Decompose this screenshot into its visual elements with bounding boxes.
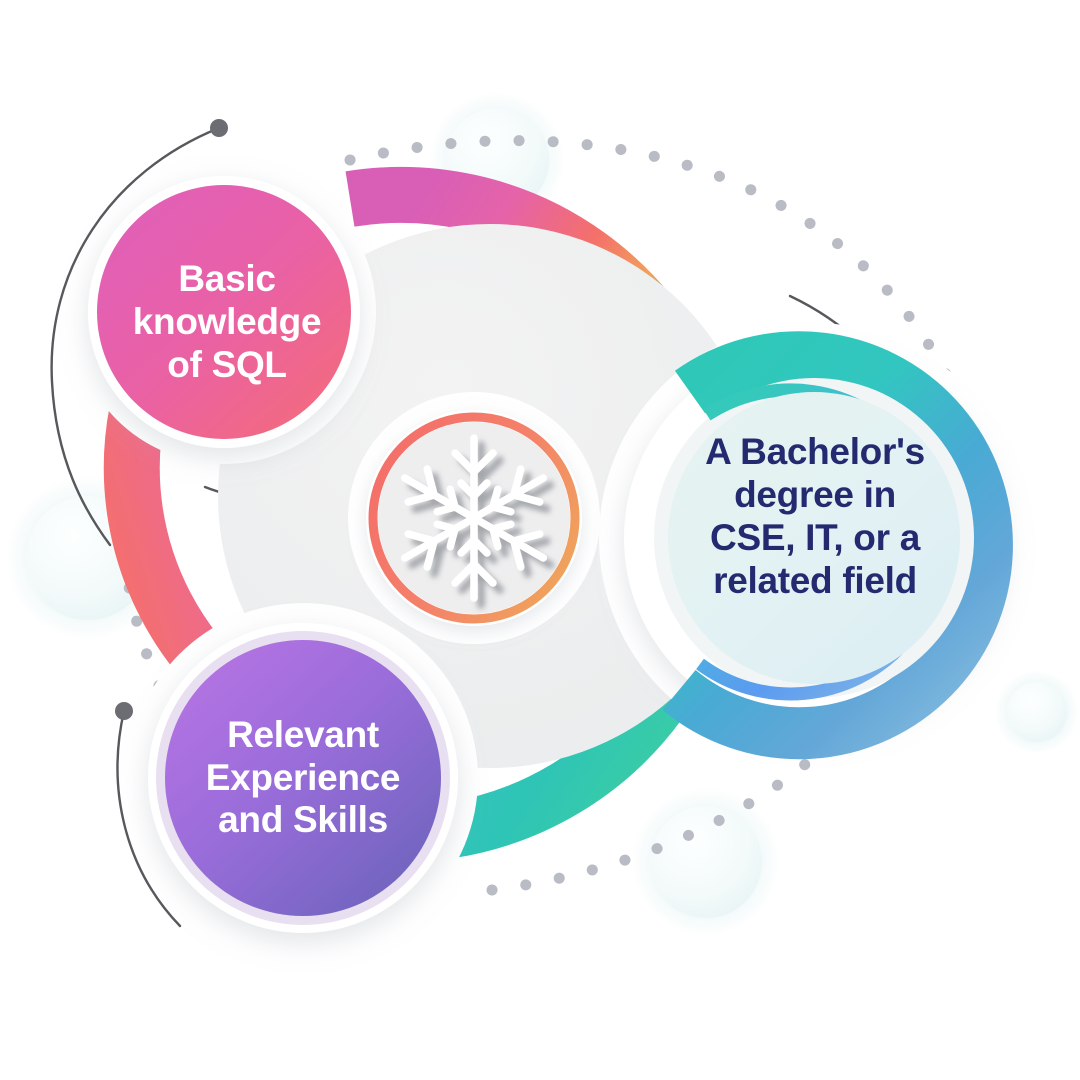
node-degree[interactable] [624, 331, 1013, 760]
node-sql[interactable] [88, 176, 360, 448]
snowflake-icon [400, 434, 548, 602]
node-experience[interactable] [148, 623, 458, 933]
center-badge[interactable] [366, 410, 582, 626]
